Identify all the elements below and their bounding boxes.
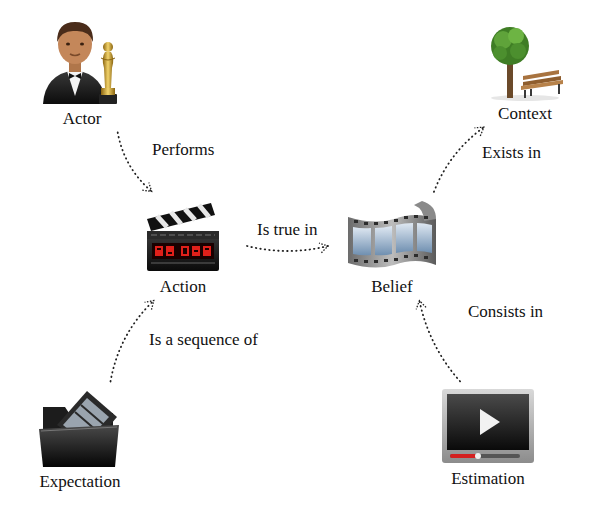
estimation-node: Estimation <box>428 385 548 489</box>
expectation-node: Expectation <box>20 385 140 492</box>
connector-line <box>419 301 460 382</box>
connector-line <box>434 127 484 192</box>
node-label: Actor <box>22 109 142 129</box>
dotted-connector <box>118 133 152 192</box>
actor-icon <box>37 12 127 107</box>
arrow-head <box>416 301 426 310</box>
context-node: Context <box>465 24 585 124</box>
film-folder-icon <box>35 385 125 470</box>
belief-node: Belief <box>332 195 452 297</box>
edge-label: Exists in <box>480 143 543 163</box>
arrow-head <box>142 183 151 192</box>
node-label: Estimation <box>428 469 548 489</box>
tree-bench-icon <box>485 24 565 102</box>
edge-label: Is true in <box>255 220 319 240</box>
dotted-connector <box>434 127 484 192</box>
edge-label: Consists in <box>466 302 545 322</box>
action-node: Action <box>123 195 243 297</box>
dotted-connector <box>247 243 328 253</box>
node-label: Expectation <box>20 472 140 492</box>
node-label: Context <box>465 104 585 124</box>
dotted-connector <box>416 301 460 382</box>
node-label: Action <box>123 277 243 297</box>
video-player-icon <box>438 385 538 467</box>
connector-line <box>118 133 152 192</box>
arrow-head <box>475 127 484 136</box>
arrow-head <box>145 301 154 310</box>
node-label: Belief <box>332 277 452 297</box>
actor-node: Actor <box>22 12 142 129</box>
clapperboard-icon <box>141 195 225 275</box>
film-strip-icon <box>344 195 440 275</box>
connector-line <box>247 246 328 251</box>
arrow-head <box>319 243 328 253</box>
edge-label: Is a sequence of <box>147 330 260 350</box>
edge-label: Performs <box>150 140 216 160</box>
